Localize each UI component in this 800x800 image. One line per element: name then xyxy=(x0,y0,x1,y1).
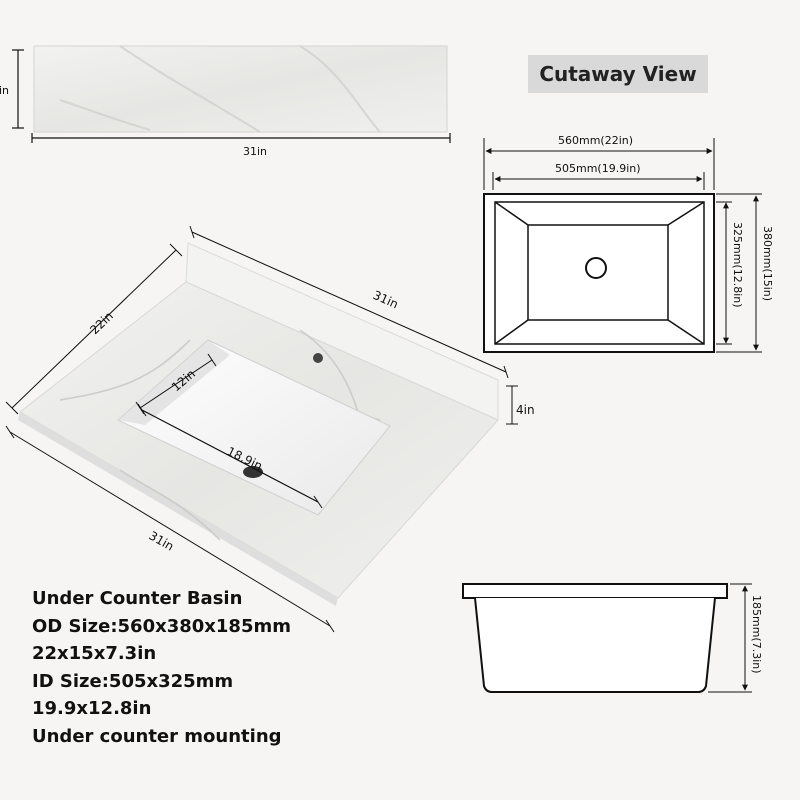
marble-vein xyxy=(59,45,381,133)
spec-line: Under Counter Basin xyxy=(32,588,243,609)
drain-hole xyxy=(585,257,607,279)
basin-width-dimension xyxy=(141,409,319,503)
vanity-splash-height-label: 4in xyxy=(516,403,535,417)
vanity-depth-dimension xyxy=(11,249,177,409)
vanity-front-edge xyxy=(18,412,338,606)
cutaway-view-title: Cutaway View xyxy=(528,55,708,93)
vanity-depth-label: 22in xyxy=(87,309,116,337)
basin-inner-edge xyxy=(494,201,705,345)
id-depth-label: 325mm(12.8in) xyxy=(731,222,744,308)
basin-side-body xyxy=(474,597,716,693)
basin-depth-dimension xyxy=(139,359,213,409)
basin-bottom xyxy=(527,224,669,321)
vanity-front-width-dimension xyxy=(9,431,331,627)
spec-line: 22x15x7.3in xyxy=(32,643,157,664)
backsplash-slab xyxy=(33,45,448,133)
side-height-label: 185mm(7.3in) xyxy=(750,595,763,674)
id-width-label: 505mm(19.9in) xyxy=(555,162,641,175)
backsplash-width-label: 31in xyxy=(243,145,267,158)
backsplash-view: 4in 31in xyxy=(0,45,451,158)
spec-line: 19.9x12.8in xyxy=(32,698,152,719)
basin-side-flange xyxy=(462,583,728,599)
od-depth-label: 380mm(15in) xyxy=(761,226,774,301)
spec-line: ID Size:505x325mm xyxy=(32,670,234,692)
basin-drain xyxy=(243,466,263,478)
cutaway-side-view: 185mm(7.3in) xyxy=(462,583,763,693)
vanity-top-view: 22in 31in 4in 31in 12in 18.9in xyxy=(5,225,535,633)
spec-line: OD Size:560x380x185mm xyxy=(32,615,291,637)
vanity-front-width-label: 31in xyxy=(147,528,177,553)
backsplash-height-label: 4in xyxy=(0,84,9,97)
spec-list: Under Counter Basin OD Size:560x380x185m… xyxy=(32,585,332,750)
faucet-hole xyxy=(313,353,323,363)
vanity-back-width-label: 31in xyxy=(371,288,401,311)
od-width-label: 560mm(22in) xyxy=(558,134,633,147)
spec-line: Under counter mounting xyxy=(32,725,282,747)
vanity-back-width-dimension xyxy=(191,231,507,373)
cutaway-top-view: 560mm(22in) 505mm(19.9in) 325mm(12.8in) … xyxy=(483,134,774,353)
